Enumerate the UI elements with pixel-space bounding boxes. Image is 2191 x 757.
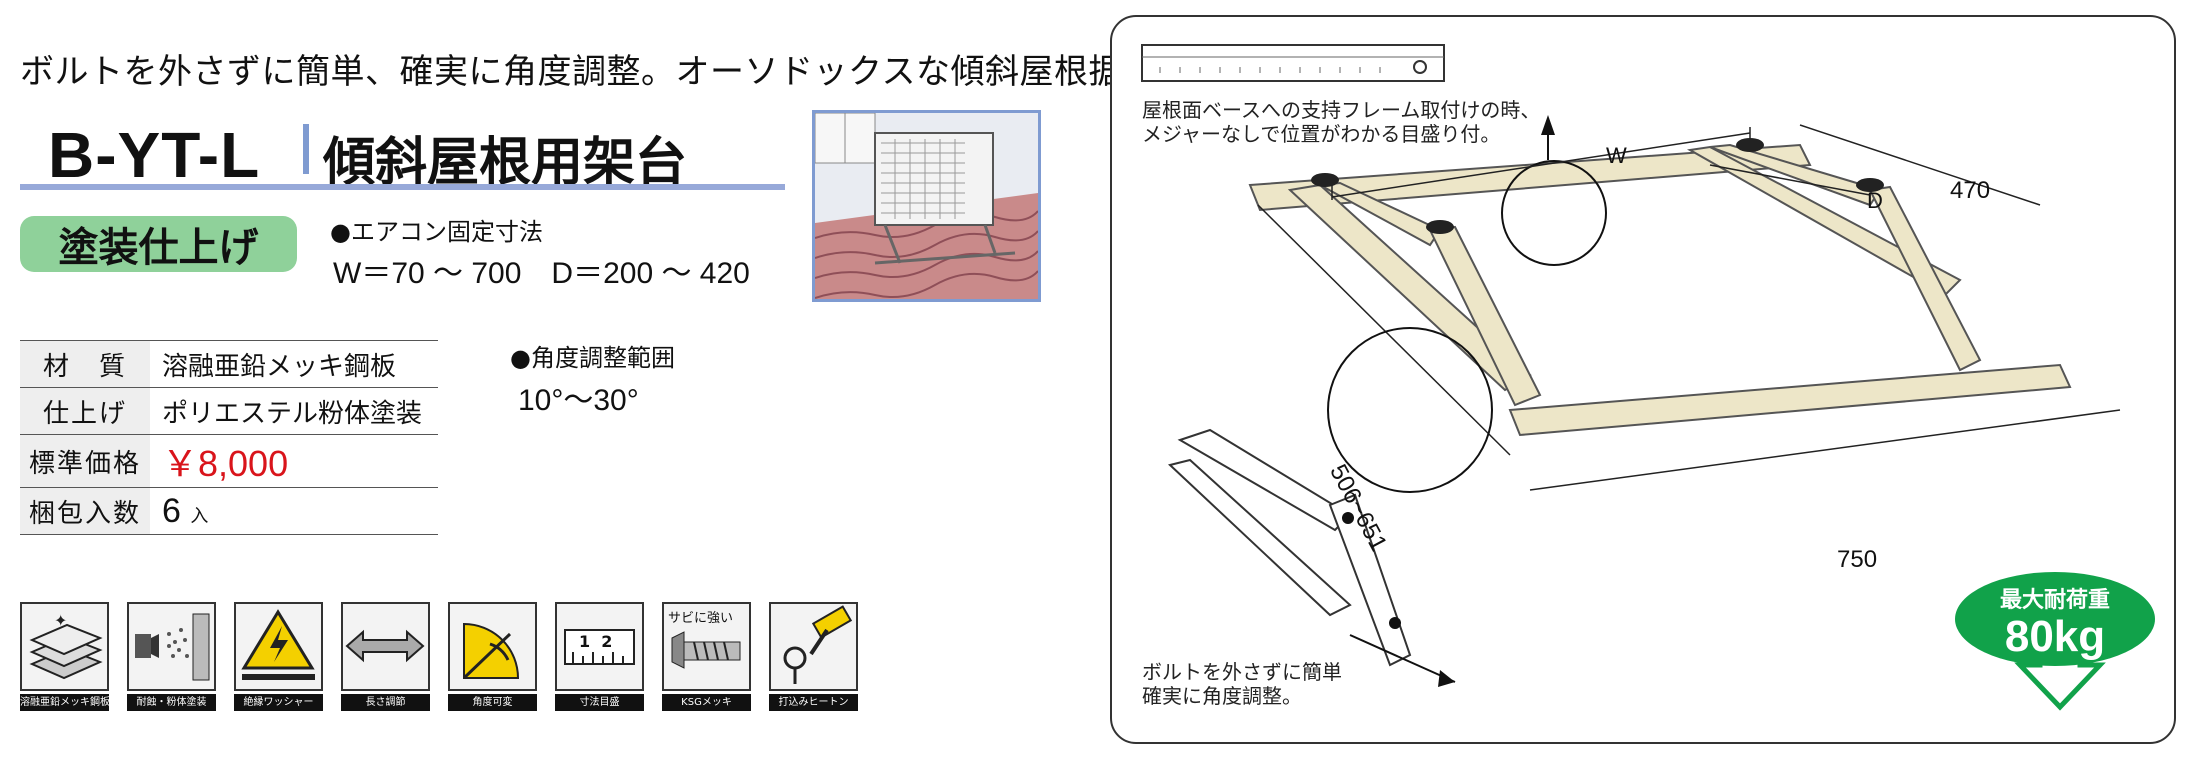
rust-resistant-label: サビに強い	[668, 611, 734, 626]
feature-caption: 角度可変	[448, 694, 537, 711]
quantity-unit: 入	[190, 505, 209, 526]
depth-label: D	[1867, 188, 1883, 213]
ruler-note-line1: 屋根面ベースへの支持フレーム取付けの時、	[1142, 98, 1541, 122]
feature-caption: 長さ調節	[341, 694, 430, 711]
scale-ruler-label: 1 2	[579, 632, 613, 651]
fixing-dims-value: W＝70 ～ 700 D＝200 ～ 420	[333, 257, 750, 290]
feature-ksg-plating: サビに強い KSGメッキ	[662, 602, 751, 711]
angle-range-title: ●角度調整範囲	[510, 344, 675, 372]
dimension-470: 470	[1950, 177, 1991, 204]
feature-variable-angle: 角度可変	[448, 602, 537, 711]
spec-row-price: 標準価格 ￥8,000	[20, 434, 438, 488]
bolt-icon: サビに強い	[662, 602, 751, 691]
title-separator	[303, 124, 309, 174]
spec-key: 材 質	[20, 340, 150, 388]
feature-powder-coating: 耐蝕・粉体塗装	[127, 602, 216, 711]
bolt-note: ボルトを外さずに簡単 確実に角度調整。	[1142, 660, 1342, 708]
price-value: ￥8,000	[162, 443, 289, 484]
feature-drive-in-eye-screw: 打込みヒートン	[769, 602, 858, 711]
fixing-dims-title: ●エアコン固定寸法	[330, 218, 543, 246]
spec-key: 標準価格	[20, 434, 150, 488]
model-name: 傾斜屋根用架台	[323, 133, 688, 193]
stand-diagram	[1141, 44, 2121, 711]
bolt-note-line1: ボルトを外さずに簡単	[1142, 660, 1342, 684]
feature-caption: 打込みヒートン	[769, 694, 858, 711]
feature-icon-row: ✦ 溶融亜鉛メッキ鋼板 耐蝕・粉体塗装	[20, 602, 858, 711]
feature-caption: 寸法目盛	[555, 694, 644, 711]
feature-caption: 耐蝕・粉体塗装	[127, 694, 216, 711]
spray-coating-icon	[127, 602, 216, 691]
feature-length-adjust: 長さ調節	[341, 602, 430, 711]
feature-hot-dip-galvanized: ✦ 溶融亜鉛メッキ鋼板	[20, 602, 109, 711]
ruler-note: 屋根面ベースへの支持フレーム取付けの時、 メジャーなしで位置がわかる目盛り付。	[1142, 98, 1540, 146]
svg-text:✦: ✦	[54, 611, 67, 630]
feature-scale-marks: 1 2 寸法目盛	[555, 602, 644, 711]
hammer-icon	[769, 602, 858, 691]
stacked-sheets-icon: ✦	[20, 602, 109, 691]
headline: ボルトを外さずに簡単、確実に角度調整。オーソドックスな傾斜屋根据付架台。	[20, 52, 1261, 92]
bolt-note-line2: 確実に角度調整。	[1142, 684, 1302, 708]
angle-range-value: 10°～30°	[518, 384, 639, 417]
spec-row-quantity: 梱包入数 6 入	[20, 487, 438, 535]
electric-warning-icon	[234, 602, 323, 691]
max-load-label: 最大耐荷重	[1999, 588, 2110, 613]
max-load-badge: 最大耐荷重 80kg	[1955, 572, 2155, 666]
spec-key: 仕上げ	[20, 387, 150, 435]
spec-value: ポリエステル粉体塗装	[150, 387, 438, 435]
quantity-value: 6	[162, 491, 181, 530]
dimension-750: 750	[1837, 546, 1878, 573]
model-code: B-YT-L	[48, 119, 261, 191]
spec-table: 材 質 溶融亜鉛メッキ鋼板 仕上げ ポリエステル粉体塗装 標準価格 ￥8,000…	[20, 340, 438, 535]
width-label: W	[1606, 143, 1627, 168]
feature-insulating-washer: 絶縁ワッシャー	[234, 602, 323, 711]
finish-badge: 塗装仕上げ	[20, 216, 297, 272]
ruler-note-line2: メジャーなしで位置がわかる目盛り付。	[1142, 122, 1501, 146]
spec-value: 溶融亜鉛メッキ鋼板	[150, 340, 438, 388]
length-arrow-icon	[341, 602, 430, 691]
spec-row-material: 材 質 溶融亜鉛メッキ鋼板	[20, 340, 438, 388]
spec-key: 梱包入数	[20, 487, 150, 535]
spec-row-finish: 仕上げ ポリエステル粉体塗装	[20, 387, 438, 435]
installation-photo	[812, 110, 1041, 302]
angle-gauge-icon	[448, 602, 537, 691]
max-load-value: 80kg	[2004, 612, 2106, 661]
title-underline	[20, 184, 785, 190]
feature-caption: 溶融亜鉛メッキ鋼板	[20, 694, 109, 711]
scale-ruler-icon: 1 2	[555, 602, 644, 691]
feature-caption: KSGメッキ	[662, 694, 751, 711]
rooftop-aircon-illustration	[815, 113, 1038, 299]
feature-caption: 絶縁ワッシャー	[234, 694, 323, 711]
